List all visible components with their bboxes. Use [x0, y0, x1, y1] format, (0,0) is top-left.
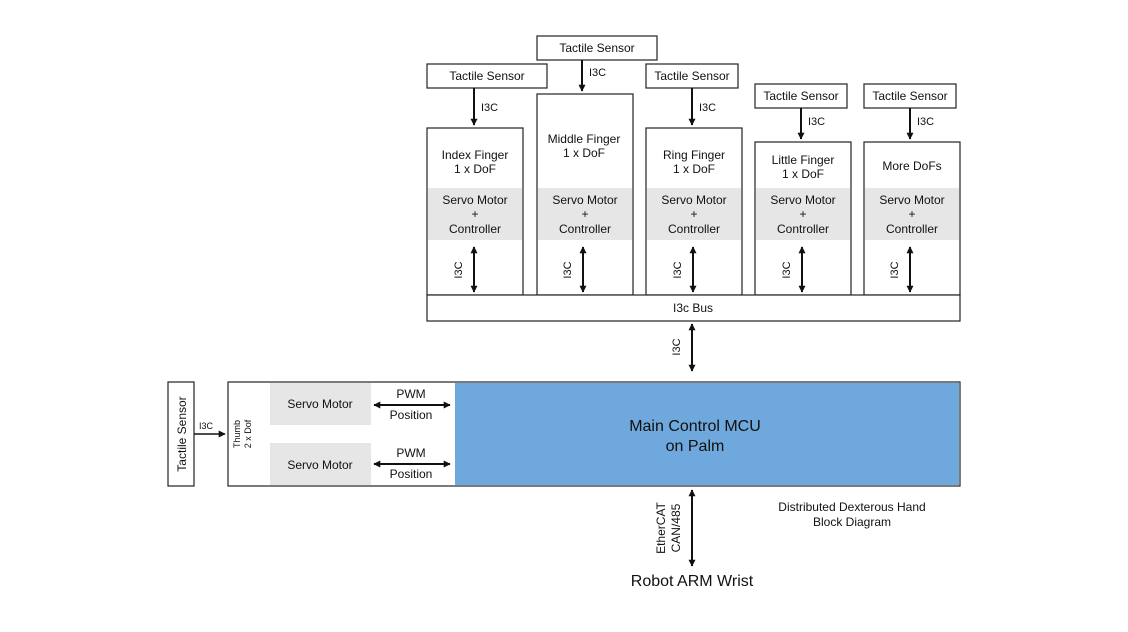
palm-board: Main Control MCU on Palm Thumb 2 x Dof S… — [227, 381, 961, 487]
servo-label: Servo Motor — [770, 193, 835, 207]
caption-line2: Block Diagram — [813, 515, 891, 529]
tactile-sensor-box — [426, 63, 548, 89]
bus-link-label: I3C — [781, 261, 793, 278]
wrist-link: EtherCAT CAN/485 Robot ARM Wrist — [631, 489, 754, 590]
controller-label: Controller — [559, 222, 611, 236]
finger-name: Index Finger — [442, 148, 509, 162]
finger-dof: 1 x DoF — [563, 146, 605, 160]
finger-dof: 1 x DoF — [782, 167, 824, 181]
finger-little: Tactile Sensor I3C Little Finger 1 x DoF… — [754, 83, 852, 296]
thumb-label: Thumb — [232, 420, 242, 448]
servo-controller-block — [865, 188, 959, 240]
finger-middle: Tactile Sensor I3C Middle Finger 1 x DoF… — [536, 35, 658, 296]
servo-plus: + — [799, 207, 806, 221]
servo-plus: + — [471, 207, 478, 221]
i3c-bus: I3c Bus I3C — [426, 294, 961, 372]
servo-plus: + — [690, 207, 697, 221]
tactile-sensor-label: Tactile Sensor — [763, 89, 838, 103]
bus-mcu-link-label: I3C — [671, 338, 683, 355]
servo-controller-block — [538, 188, 632, 240]
tactile-sensor-label: Tactile Sensor — [654, 69, 729, 83]
sensor-link-label: I3C — [808, 116, 825, 128]
controller-label: Controller — [777, 222, 829, 236]
thumb-tactile-sensor: Tactile Sensor I3C — [167, 381, 226, 487]
bus-link-label: I3C — [562, 261, 574, 278]
finger-more-dofs: Tactile Sensor I3C More DoFs Servo Motor… — [863, 83, 961, 296]
tactile-sensor-box — [645, 63, 739, 89]
finger-ring: Tactile Sensor I3C Ring Finger 1 x DoF S… — [645, 63, 743, 296]
servo-controller-block — [647, 188, 741, 240]
mcu-title-line1: Main Control MCU — [629, 418, 761, 435]
thumb-servo-1 — [270, 383, 371, 425]
servo-controller-block — [756, 188, 850, 240]
thumb-servo-1-label: Servo Motor — [287, 397, 352, 411]
finger-name: Ring Finger — [663, 148, 725, 162]
tactile-sensor-label: Tactile Sensor — [559, 41, 634, 55]
tactile-sensor-box — [863, 83, 957, 109]
servo-plus: + — [581, 207, 588, 221]
position-label-2: Position — [390, 467, 433, 481]
bus-label: I3c Bus — [673, 301, 713, 315]
thumb-sensor-box — [167, 381, 195, 487]
finger-index: Tactile Sensor I3C Index Finger 1 x DoF … — [426, 63, 548, 296]
bus-link-label: I3C — [889, 261, 901, 278]
diagram-caption: Distributed Dexterous Hand Block Diagram — [778, 500, 925, 529]
servo-label: Servo Motor — [552, 193, 617, 207]
pwm-label-2: PWM — [396, 446, 425, 460]
finger-dof: 1 x DoF — [673, 162, 715, 176]
finger-name: Little Finger — [772, 153, 835, 167]
thumb-servo-2 — [270, 443, 371, 485]
servo-label: Servo Motor — [442, 193, 507, 207]
thumb-servo-2-label: Servo Motor — [287, 458, 352, 472]
bus-box — [426, 294, 961, 322]
finger-name: More DoFs — [882, 159, 941, 173]
thumb-sensor-link-label: I3C — [199, 421, 214, 431]
sensor-link-label: I3C — [699, 102, 716, 114]
sensor-link-label: I3C — [481, 102, 498, 114]
servo-controller-block — [428, 188, 522, 240]
servo-plus: + — [908, 207, 915, 221]
pwm-label-1: PWM — [396, 387, 425, 401]
thumb-sensor-label: Tactile Sensor — [175, 396, 189, 471]
tactile-sensor-box — [536, 35, 658, 61]
controller-label: Controller — [668, 222, 720, 236]
bus-link-label: I3C — [672, 261, 684, 278]
mcu-title-line2: on Palm — [666, 438, 725, 455]
robot-arm-wrist-label: Robot ARM Wrist — [631, 573, 754, 590]
tactile-sensor-label: Tactile Sensor — [872, 89, 947, 103]
sensor-link-label: I3C — [589, 67, 606, 79]
controller-label: Controller — [886, 222, 938, 236]
finger-name: Middle Finger — [548, 132, 621, 146]
caption-line1: Distributed Dexterous Hand — [778, 500, 925, 514]
controller-label: Controller — [449, 222, 501, 236]
servo-label: Servo Motor — [661, 193, 726, 207]
thumb-dof-label: 2 x Dof — [243, 419, 253, 448]
wrist-link-label-can: CAN/485 — [669, 503, 683, 552]
position-label-1: Position — [390, 408, 433, 422]
tactile-sensor-label: Tactile Sensor — [449, 69, 524, 83]
wrist-link-label-ethercat: EtherCAT — [654, 501, 668, 553]
finger-dof: 1 x DoF — [454, 162, 496, 176]
sensor-link-label: I3C — [917, 116, 934, 128]
bus-link-label: I3C — [453, 261, 465, 278]
servo-label: Servo Motor — [879, 193, 944, 207]
main-mcu-block — [455, 383, 959, 485]
